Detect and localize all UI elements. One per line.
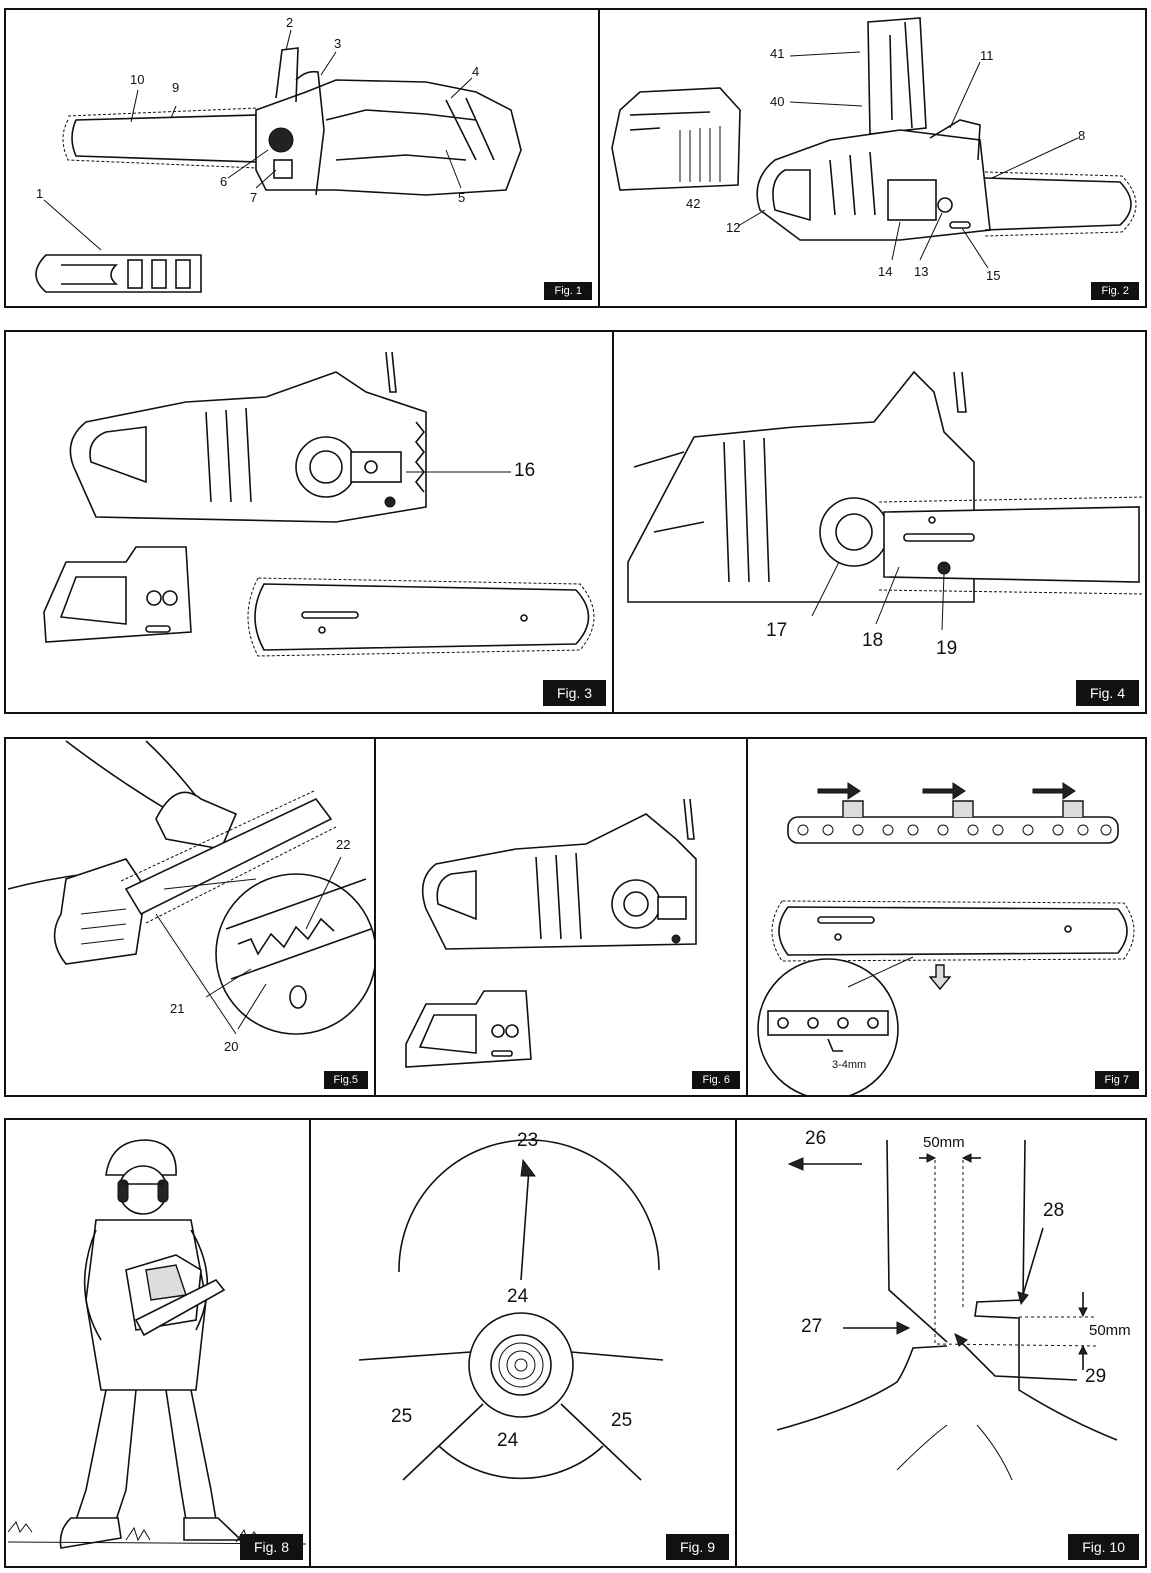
callout-9: 9: [172, 80, 180, 95]
callout-23: 23: [517, 1130, 539, 1151]
callout-1: 1: [36, 186, 44, 201]
figure-2-panel: 41 40 11 8 42 12 14 13 15 Fig. 2: [598, 8, 1147, 308]
callout-16: 16: [514, 460, 536, 481]
callout-29: 29: [1085, 1366, 1107, 1387]
figure-6-panel: Fig. 6: [374, 737, 748, 1097]
chainsaw-bar-fitting-illustration: [627, 370, 1145, 631]
callout-12: 12: [726, 220, 741, 235]
callout-2: 2: [286, 15, 294, 30]
figure-7-label: Fig 7: [1094, 1071, 1139, 1089]
figure-3-panel: 16 Fig. 3: [4, 330, 614, 714]
callout-27: 27: [801, 1316, 823, 1337]
callout-7: 7: [250, 190, 258, 205]
felling-direction-zones-diagram: [358, 1139, 664, 1481]
callout-14: 14: [878, 264, 893, 279]
callout-25-right: 25: [611, 1410, 633, 1431]
callout-13: 13: [914, 264, 929, 279]
callout-24-upper: 24: [507, 1286, 529, 1307]
chain-direction-depth-gauge-illustration: [757, 782, 1135, 1095]
figure-8-label: Fig. 8: [239, 1534, 303, 1560]
chainsaw-bar-removed-illustration: [43, 351, 595, 657]
figure-7-panel: 3-4mm Fig 7: [746, 737, 1147, 1097]
callout-8: 8: [1078, 128, 1086, 143]
callout-40: 40: [770, 94, 785, 109]
figure-9-label: Fig. 9: [665, 1534, 729, 1560]
callout-10: 10: [130, 72, 145, 87]
callout-22: 22: [336, 837, 351, 852]
figure-4-label: Fig. 4: [1075, 680, 1139, 706]
chainsaw-side-illustration: [35, 29, 522, 293]
callout-18: 18: [862, 630, 884, 651]
figure-3-label: Fig. 3: [542, 680, 606, 706]
callout-24-lower: 24: [497, 1430, 519, 1451]
callout-26: 26: [805, 1128, 827, 1149]
callout-5: 5: [458, 190, 466, 205]
callout-11: 11: [980, 48, 994, 63]
figure-5-label: Fig.5: [323, 1071, 368, 1089]
figure-10-panel: 26 50mm 28 27 50mm 29 Fig. 10: [735, 1118, 1147, 1568]
callout-3: 3: [334, 36, 342, 51]
figure-9-panel: 23 24 24 25 25 Fig. 9: [309, 1118, 737, 1568]
figure-2-label: Fig. 2: [1091, 282, 1139, 300]
callout-41: 41: [770, 46, 785, 61]
chain-tension-check-illustration: [7, 740, 374, 1035]
callout-42: 42: [686, 196, 701, 211]
depth-gauge-dimension: 3-4mm: [832, 1059, 867, 1071]
figure-5-panel: 22 21 20 Fig.5: [4, 737, 376, 1097]
chainsaw-cover-removed-illustration: [405, 798, 697, 1068]
callout-20: 20: [224, 1039, 239, 1054]
callout-19: 19: [936, 638, 958, 659]
callout-25-left: 25: [391, 1406, 413, 1427]
callout-21: 21: [170, 1001, 185, 1016]
chainsaw-battery-charger-illustration: [611, 17, 1137, 269]
figure-10-label: Fig. 10: [1068, 1534, 1139, 1560]
figure-4-panel: 17 18 19 Fig. 4: [612, 330, 1147, 714]
figure-1-label: Fig. 1: [544, 282, 592, 300]
figure-8-panel: Fig. 8: [4, 1118, 311, 1568]
felling-cut-notch-diagram: [776, 1139, 1118, 1481]
callout-6: 6: [220, 174, 228, 189]
notch-width-dimension: 50mm: [923, 1134, 965, 1151]
figure-1-panel: 1 2 3 4 5 6 7 9 10 Fig. 1: [4, 8, 600, 308]
callout-4: 4: [472, 64, 480, 79]
operator-stance-illustration: [7, 1139, 307, 1549]
callout-17: 17: [766, 620, 788, 641]
callout-28: 28: [1043, 1200, 1065, 1221]
figure-6-label: Fig. 6: [692, 1071, 740, 1089]
callout-15: 15: [986, 268, 1001, 283]
notch-height-dimension: 50mm: [1089, 1322, 1131, 1339]
